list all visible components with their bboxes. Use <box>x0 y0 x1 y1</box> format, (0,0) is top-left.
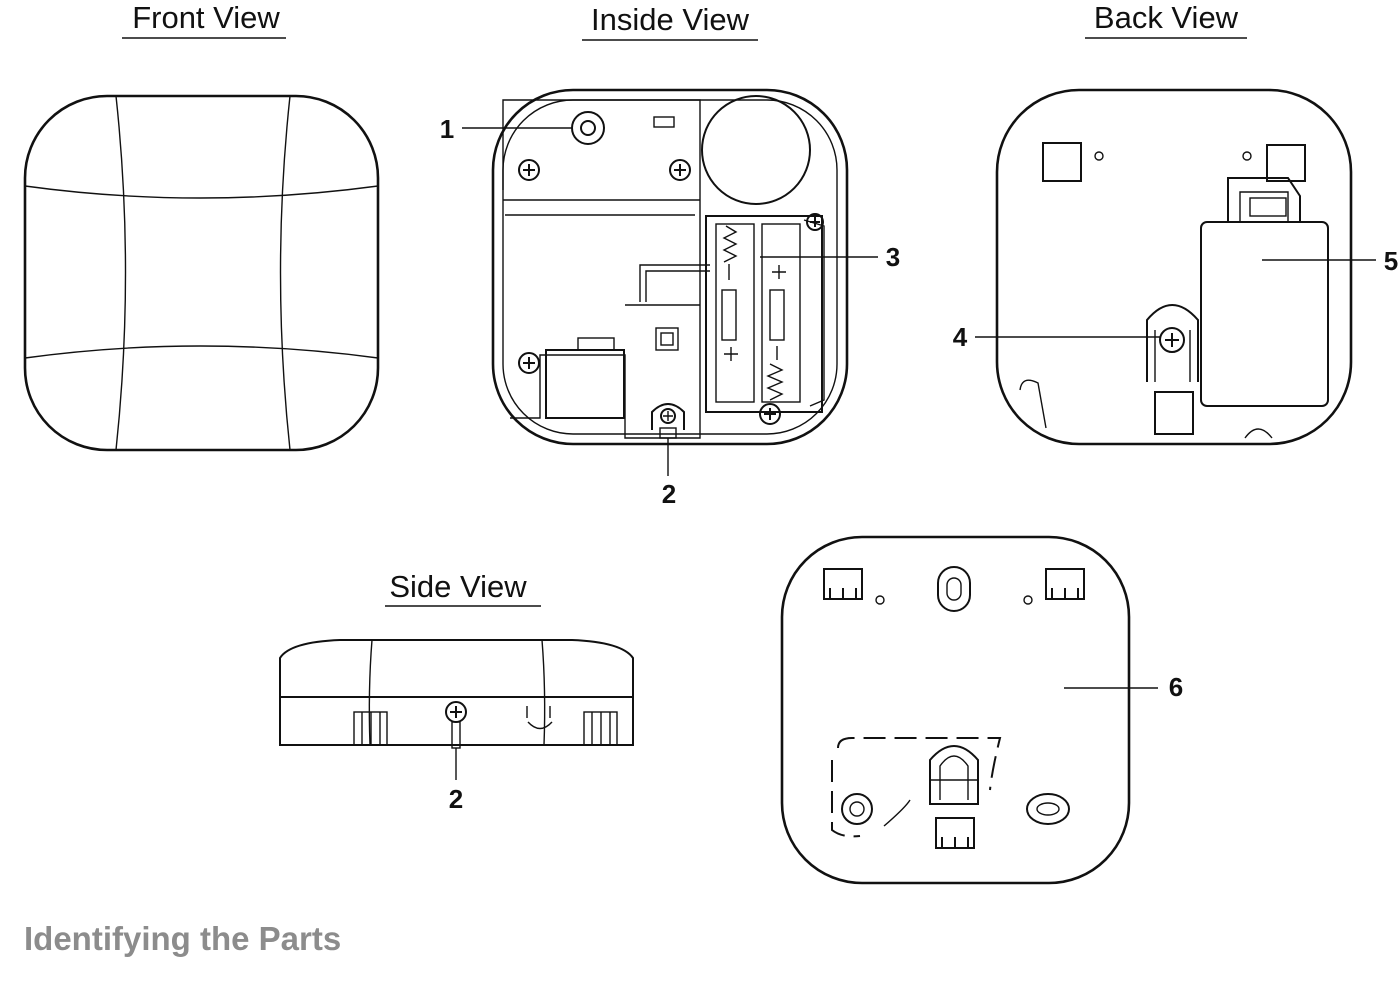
battery-contact <box>769 289 785 341</box>
back-view: Back View 4 5 <box>953 0 1398 446</box>
hook-icon <box>823 568 863 600</box>
hook-icon <box>935 817 975 849</box>
screw-tip <box>659 427 677 439</box>
battery-door-tab <box>1249 197 1287 217</box>
mount-screw-hole-inner <box>849 801 865 817</box>
keyhole-slot <box>937 566 971 612</box>
side-edge-line <box>541 639 546 746</box>
oval-mount-hole-inner <box>1036 802 1060 816</box>
battery-door-clip <box>1227 177 1301 222</box>
cutout-outline <box>831 760 861 838</box>
battery-door-clip-inner <box>1239 191 1289 222</box>
side-view-title: Side View <box>389 569 527 604</box>
side-latch-ribs <box>361 712 381 745</box>
component-block <box>545 349 625 419</box>
side-view: Side View 2 <box>279 569 634 814</box>
snap-hook <box>1244 428 1273 439</box>
screw-icon <box>660 408 676 424</box>
plate-hole <box>1023 595 1033 605</box>
plus-icon <box>772 265 786 279</box>
front-view: Front View <box>23 0 380 452</box>
side-edge-line <box>368 639 373 746</box>
callout-3: 3 <box>886 242 900 272</box>
side-latch-ribs <box>591 712 611 745</box>
inside-view-title: Inside View <box>591 2 750 37</box>
buzzer <box>701 95 811 205</box>
inside-inner-shell <box>502 99 838 435</box>
back-view-title: Back View <box>1094 0 1239 35</box>
inside-outer-shell <box>491 88 849 446</box>
keyhole-slot-inner <box>946 577 962 601</box>
back-foot-square <box>1042 142 1082 182</box>
screw-boss <box>651 403 685 430</box>
cutout-outline <box>837 737 1002 791</box>
plus-icon <box>724 347 738 361</box>
component-tab <box>577 337 615 351</box>
front-seam-left <box>115 95 127 451</box>
callout-6: 6 <box>1169 672 1183 702</box>
callout-1: 1 <box>440 114 454 144</box>
small-switch <box>655 327 679 351</box>
circuit-board <box>502 99 701 439</box>
front-seam-bottom <box>24 345 379 359</box>
screw-icon <box>518 159 540 181</box>
front-view-title: Front View <box>132 0 280 35</box>
callout-4: 4 <box>953 322 968 352</box>
back-foot-square <box>1266 144 1306 182</box>
inside-view: Inside View <box>440 2 900 509</box>
back-body <box>995 88 1353 446</box>
screw-slot <box>1146 304 1199 382</box>
hook-icon <box>1045 568 1085 600</box>
callout-2-inside: 2 <box>662 479 676 509</box>
battery-slot-right <box>761 223 801 403</box>
center-slot <box>929 745 979 805</box>
small-switch-inner <box>660 332 674 346</box>
center-slot-inner <box>939 755 969 800</box>
screw-icon <box>518 352 540 374</box>
screw-icon <box>445 701 467 723</box>
front-seam-right <box>279 95 291 451</box>
led-window <box>653 116 675 128</box>
side-vent <box>526 706 553 730</box>
screw-slot-guide <box>1154 330 1191 382</box>
battery-latch <box>803 219 825 407</box>
cutout-curve <box>883 799 911 827</box>
back-hole <box>1242 151 1252 161</box>
mount-screw-hole <box>841 793 873 825</box>
callout-2-side: 2 <box>449 784 463 814</box>
front-body <box>23 94 380 452</box>
mounting-plate: 6 <box>780 535 1183 885</box>
plate-hole <box>875 595 885 605</box>
back-hole <box>1094 151 1104 161</box>
wire <box>645 270 710 302</box>
battery-contact <box>721 289 737 341</box>
callout-5: 5 <box>1384 246 1398 276</box>
wire <box>639 264 710 302</box>
section-heading: Identifying the Parts <box>24 920 342 957</box>
tamper-button <box>580 120 596 136</box>
snap-hook <box>1019 379 1047 429</box>
oval-mount-hole <box>1026 793 1070 825</box>
screw-icon <box>759 403 781 425</box>
mounting-plate-body <box>780 535 1131 885</box>
back-foot-square <box>1154 391 1194 435</box>
battery-door <box>1200 221 1329 407</box>
tamper-button-outer <box>571 111 605 145</box>
front-seam-top <box>24 185 379 199</box>
screw-icon <box>669 159 691 181</box>
screw-icon <box>1159 327 1185 353</box>
side-body <box>279 639 634 746</box>
battery-compartment <box>705 215 823 413</box>
battery-slot-left <box>715 223 755 403</box>
spring-icon <box>722 225 738 263</box>
spring-icon <box>766 363 784 401</box>
